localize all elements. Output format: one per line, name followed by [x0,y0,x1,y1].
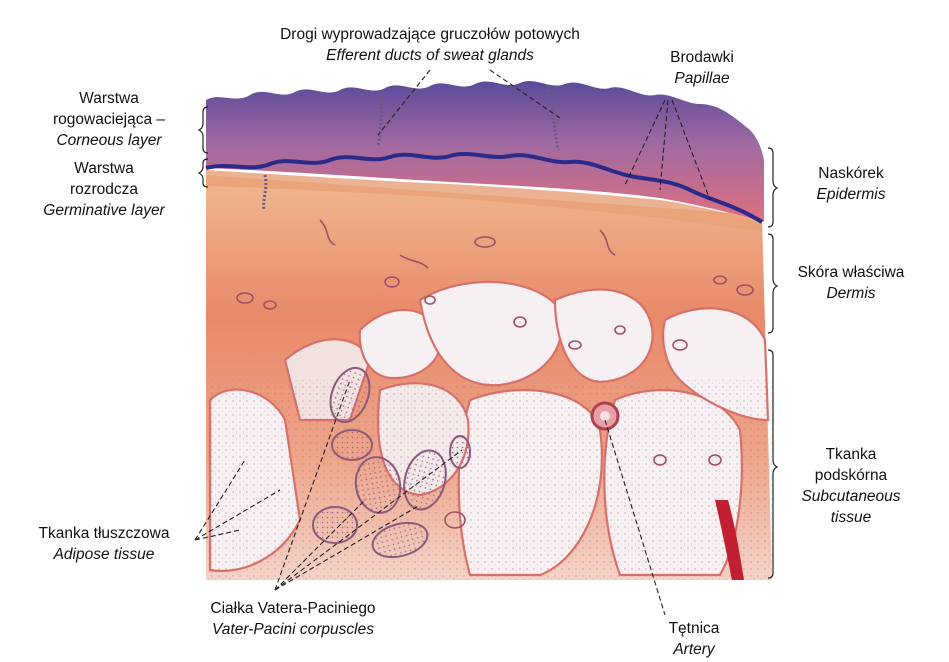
label-dermis-en: Dermis [786,283,916,304]
label-epidermis-pl: Naskórek [786,163,916,184]
label-germinative-layer: Warstwa rozrodcza Germinative layer [24,158,184,221]
label-germinative-en: Germinative layer [24,200,184,221]
label-dermis-pl: Skóra właściwa [786,262,916,283]
label-papillae-pl: Brodawki [642,47,762,68]
bracket-epidermis [768,148,777,227]
label-subcutaneous-pl2: podskórna [786,465,916,486]
label-adipose-en: Adipose tissue [14,544,194,565]
bracket-dermis [768,234,777,333]
label-adipose-pl: Tkanka tłuszczowa [14,523,194,544]
label-dermis: Skóra właściwa Dermis [786,262,916,304]
label-sweat-ducts: Drogi wyprowadzające gruczołów potowych … [248,24,612,66]
label-artery-pl: Tętnica [636,618,752,639]
artery-cross-section [592,403,618,429]
label-epidermis: Naskórek Epidermis [786,163,916,205]
label-subcutaneous-en2: tissue [786,507,916,528]
label-papillae: Brodawki Papillae [642,47,762,89]
label-corneous-layer: Warstwa rogowaciejąca – Corneous layer [24,88,194,151]
label-subcutaneous-en1: Subcutaneous [786,486,916,507]
label-sweat-ducts-pl: Drogi wyprowadzające gruczołów potowych [248,24,612,45]
label-subcutaneous-pl1: Tkanka [786,444,916,465]
label-corneous-pl1: Warstwa [24,88,194,109]
label-sweat-ducts-en: Efferent ducts of sweat glands [248,45,612,66]
label-pacini-en: Vater-Pacini corpuscles [186,619,400,640]
label-papillae-en: Papillae [642,68,762,89]
label-artery: Tętnica Artery [636,618,752,660]
label-epidermis-en: Epidermis [786,184,916,205]
label-artery-en: Artery [636,639,752,660]
tissue-block [206,81,772,580]
label-germinative-pl2: rozrodcza [24,179,184,200]
label-adipose-tissue: Tkanka tłuszczowa Adipose tissue [14,523,194,565]
label-pacini-pl: Ciałka Vatera-Paciniego [186,598,400,619]
label-corneous-pl2: rogowaciejąca – [24,109,194,130]
label-pacini-corpuscles: Ciałka Vatera-Paciniego Vater-Pacini cor… [186,598,400,640]
label-germinative-pl1: Warstwa [24,158,184,179]
label-corneous-en: Corneous layer [24,130,194,151]
label-subcutaneous: Tkanka podskórna Subcutaneous tissue [786,444,916,528]
